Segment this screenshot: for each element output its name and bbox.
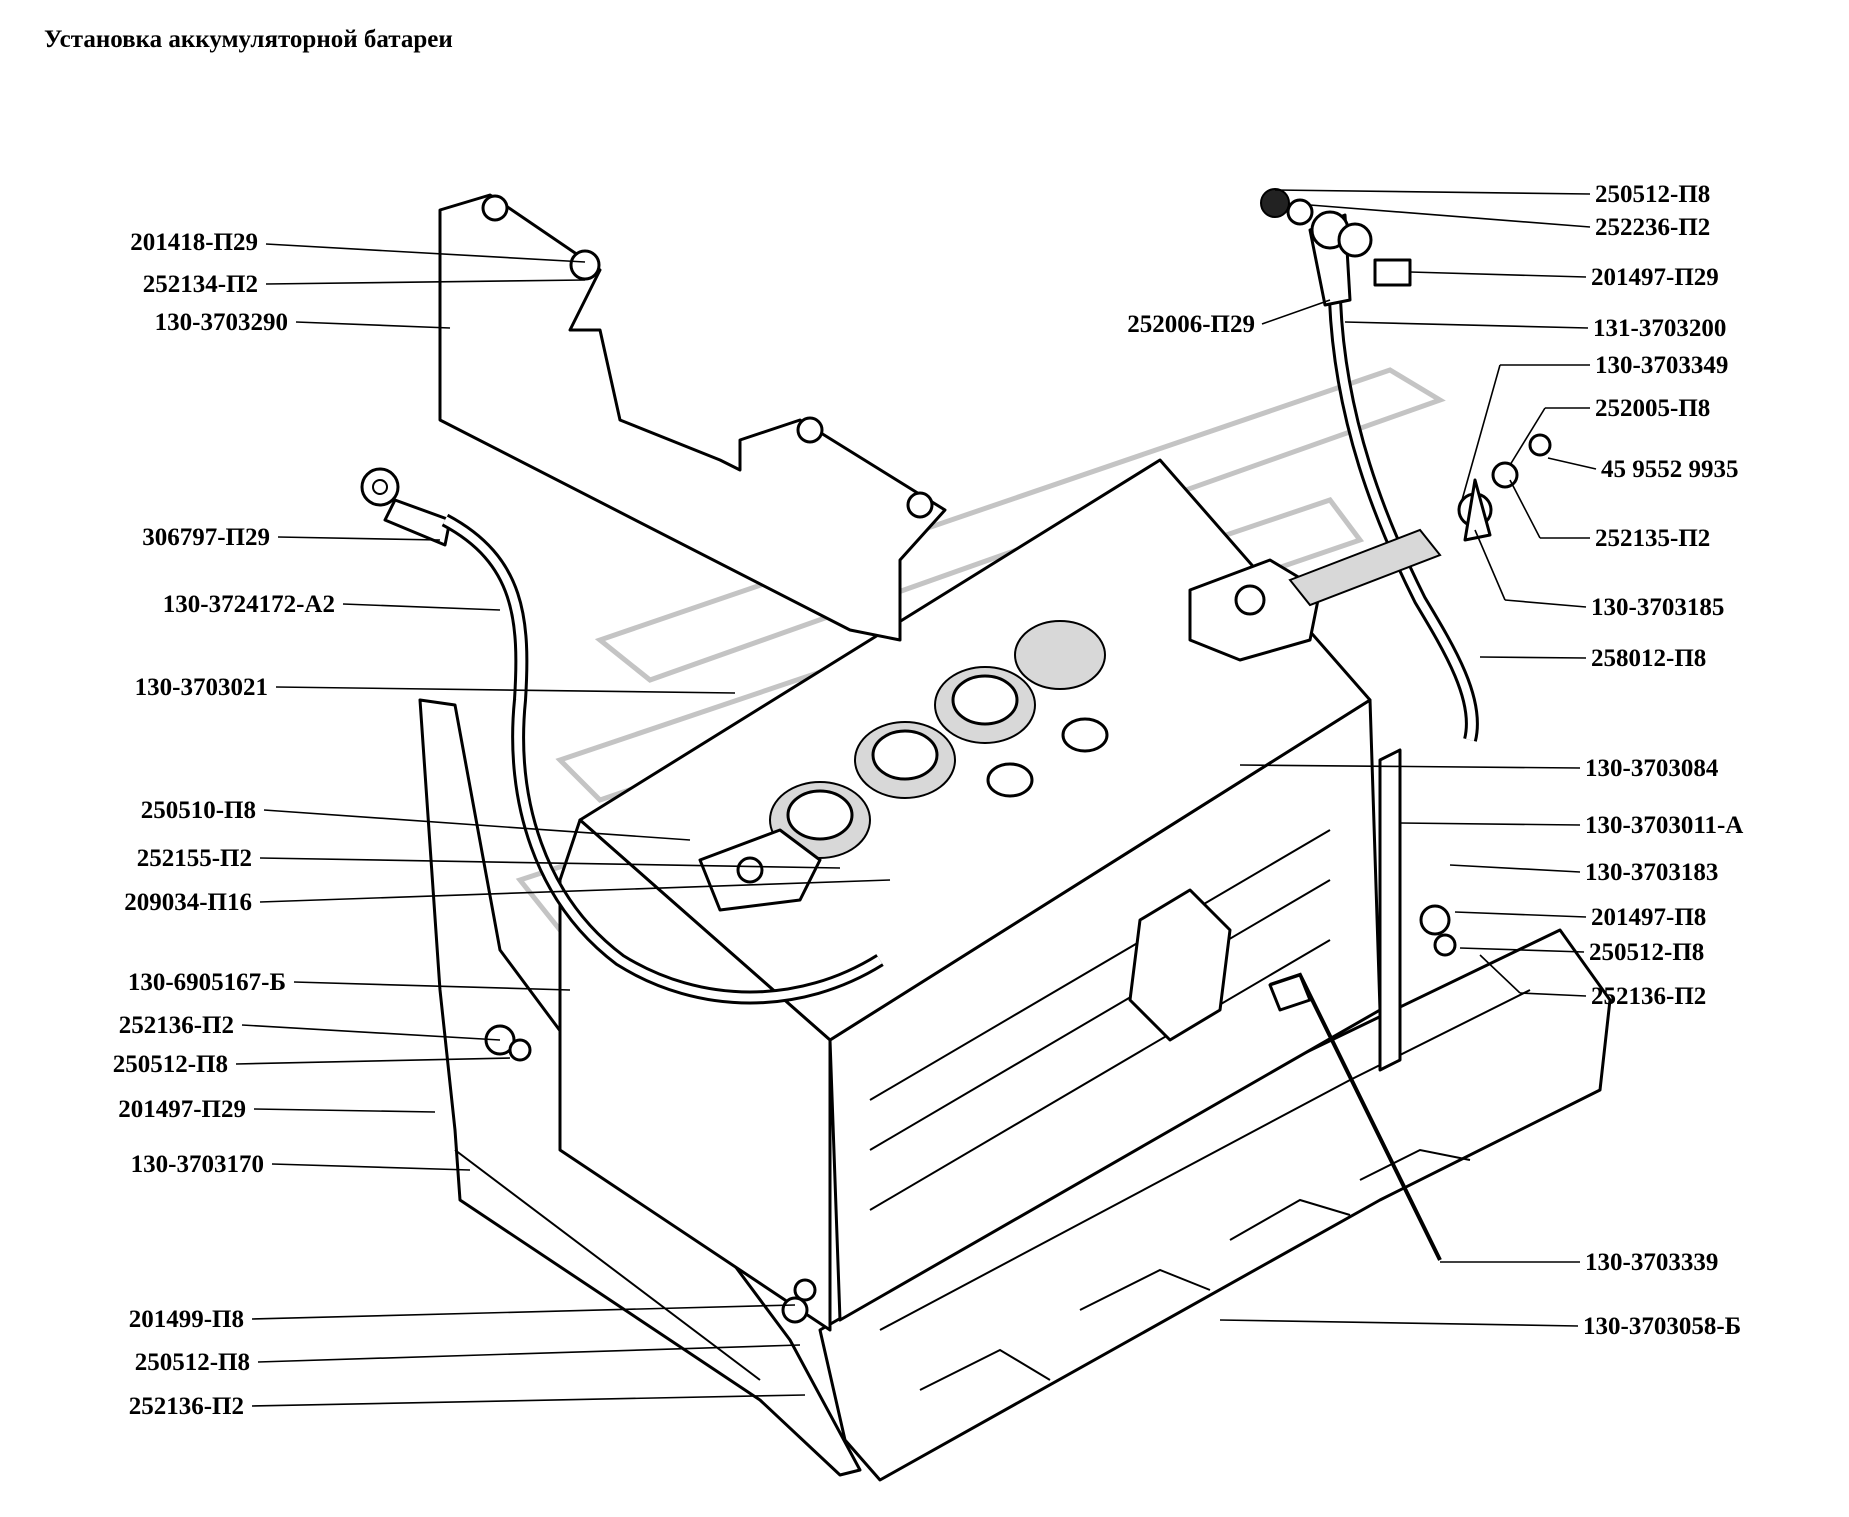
diagram-title: Установка аккумуляторной батареи bbox=[44, 26, 453, 53]
part-label: 252136-П2 bbox=[119, 1012, 234, 1039]
part-label: 201497-П29 bbox=[118, 1096, 246, 1123]
part-label: 131-3703200 bbox=[1593, 315, 1726, 342]
positive-cable bbox=[1308, 210, 1479, 742]
part-label: 201418-П29 bbox=[130, 229, 258, 256]
part-label: 130-3703084 bbox=[1585, 755, 1719, 782]
part-label: 252136-П2 bbox=[1591, 983, 1706, 1010]
fastener-clusters bbox=[484, 188, 1552, 1324]
part-label: 250512-П8 bbox=[135, 1349, 250, 1376]
right-labels: 250512-П8 252236-П2 201497-П29 252006-П2… bbox=[1127, 181, 1743, 1340]
part-label: 306797-П29 bbox=[142, 524, 270, 551]
part-label: 201499-П8 bbox=[129, 1306, 244, 1333]
part-label: 250512-П8 bbox=[113, 1051, 228, 1078]
part-label: 201497-П29 bbox=[1591, 264, 1719, 291]
negative-cable bbox=[360, 467, 884, 1005]
part-label: 130-3703021 bbox=[135, 674, 268, 701]
hold-down-rod bbox=[1268, 972, 1442, 1261]
part-label: 252155-П2 bbox=[137, 845, 252, 872]
part-label: 130-3703011-А bbox=[1585, 812, 1743, 839]
part-label: 250510-П8 bbox=[141, 797, 256, 824]
part-label: 250512-П8 bbox=[1589, 939, 1704, 966]
battery-body bbox=[558, 458, 1402, 1332]
part-label: 252005-П8 bbox=[1595, 395, 1710, 422]
battery-cells-top bbox=[769, 620, 1109, 859]
left-labels: 201418-П29 252134-П2 130-3703290 306797-… bbox=[113, 229, 335, 1420]
part-label: 130-3703290 bbox=[155, 309, 288, 336]
battery-tray bbox=[818, 928, 1612, 1482]
part-label: 130-3724172-А2 bbox=[163, 591, 335, 618]
right-leader-lines bbox=[1219, 189, 1597, 1327]
part-label: 130-6905167-Б bbox=[128, 969, 286, 996]
part-label: 201497-П8 bbox=[1591, 904, 1706, 931]
terminal-clamps bbox=[698, 528, 1442, 912]
part-label: 130-3703339 bbox=[1585, 1249, 1718, 1276]
part-label: 130-3703058-Б bbox=[1583, 1313, 1741, 1340]
part-label: 130-3703185 bbox=[1591, 594, 1724, 621]
part-label: 252135-П2 bbox=[1595, 525, 1710, 552]
part-label: 252134-П2 bbox=[143, 271, 258, 298]
part-label: 252236-П2 bbox=[1595, 214, 1710, 241]
top-cover-plate bbox=[438, 193, 947, 642]
part-label: 250512-П8 bbox=[1595, 181, 1710, 208]
part-label: 252006-П29 bbox=[1127, 311, 1255, 338]
part-label: 130-3703170 bbox=[131, 1151, 264, 1178]
part-label: 252136-П2 bbox=[129, 1393, 244, 1420]
part-label: 45 9552 9935 bbox=[1601, 456, 1739, 483]
left-leader-lines bbox=[235, 243, 891, 1407]
part-label: 258012-П8 bbox=[1591, 645, 1706, 672]
part-label: 209034-П16 bbox=[124, 889, 252, 916]
part-label: 130-3703183 bbox=[1585, 859, 1718, 886]
part-label: 130-3703349 bbox=[1595, 352, 1728, 379]
